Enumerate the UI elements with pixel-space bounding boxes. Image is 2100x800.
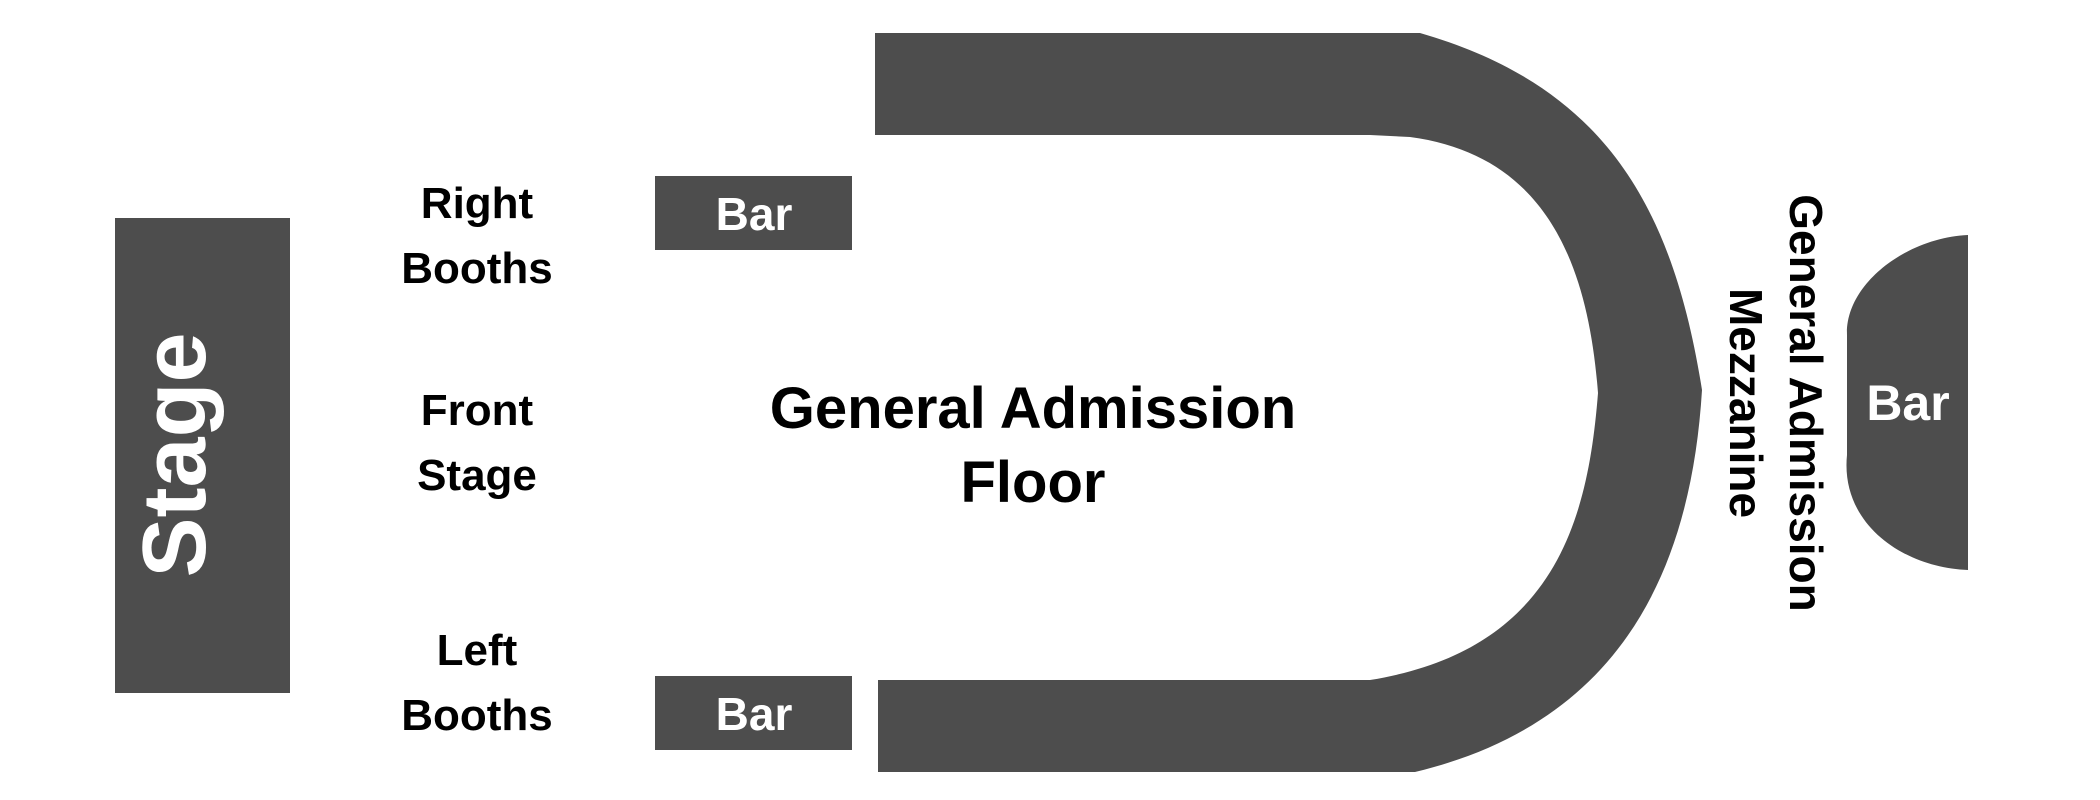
stage-block[interactable] xyxy=(115,218,290,693)
front-stage-label-line2[interactable]: Stage xyxy=(417,451,537,500)
left-booths-section[interactable]: Left Booths xyxy=(401,626,553,740)
ga-mezzanine-block[interactable] xyxy=(875,33,1702,772)
stage-label: Stage xyxy=(125,332,225,577)
bar-bottom-section[interactable]: Bar xyxy=(655,676,852,750)
bar-right-block[interactable] xyxy=(1846,235,1968,570)
bar-right-label: Bar xyxy=(1866,375,1949,431)
bar-bottom-block[interactable] xyxy=(655,676,852,750)
bar-right-section[interactable]: Bar xyxy=(1846,235,1968,570)
ga-floor-section[interactable]: General Admission Floor xyxy=(770,376,1296,515)
ga-floor-label-line1[interactable]: General Admission xyxy=(770,376,1296,441)
ga-mezzanine-label-line2: Mezzanine xyxy=(1720,288,1772,518)
ga-mezzanine-label-line1: General Admission xyxy=(1780,194,1832,612)
bar-top-block[interactable] xyxy=(655,176,852,250)
front-stage-section[interactable]: Front Stage xyxy=(417,386,537,500)
left-booths-label-line2[interactable]: Booths xyxy=(401,691,553,740)
stage-section[interactable]: Stage xyxy=(115,218,290,693)
ga-mezzanine-section[interactable]: General Admission Mezzanine xyxy=(875,33,1832,772)
left-booths-label-line1[interactable]: Left xyxy=(437,626,518,675)
bar-top-label: Bar xyxy=(716,188,793,240)
bar-bottom-label: Bar xyxy=(716,688,793,740)
ga-floor-label-line2[interactable]: Floor xyxy=(961,450,1106,515)
bar-top-section[interactable]: Bar xyxy=(655,176,852,250)
right-booths-section[interactable]: Right Booths xyxy=(401,179,553,293)
front-stage-label-line1[interactable]: Front xyxy=(421,386,534,435)
right-booths-label-line2[interactable]: Booths xyxy=(401,244,553,293)
right-booths-label-line1[interactable]: Right xyxy=(421,179,534,228)
